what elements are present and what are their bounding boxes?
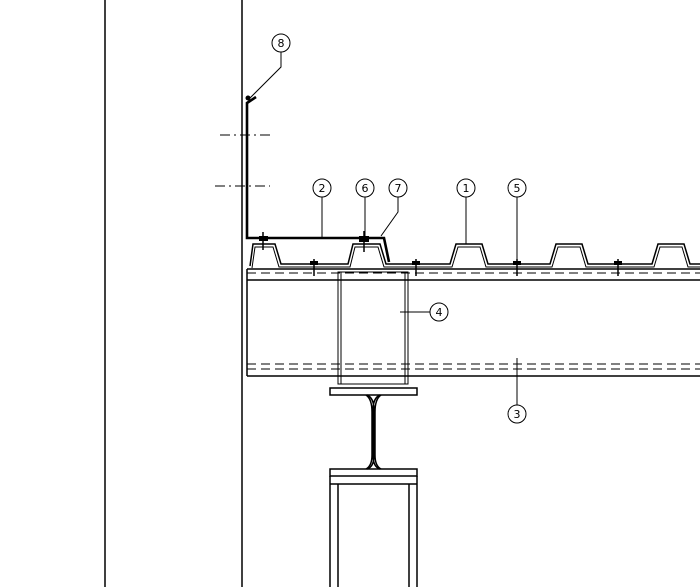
callout-6-label: 6 xyxy=(362,182,369,195)
leader-8 xyxy=(249,52,282,99)
callout-8-label: 8 xyxy=(278,37,285,50)
flashing-profile xyxy=(245,95,365,240)
profiled-sheet-lower-line xyxy=(251,246,700,269)
column-web xyxy=(366,394,381,470)
profiled-sheet-upper-line xyxy=(249,243,700,267)
column-web-left xyxy=(365,394,373,470)
flashing-fixing-dot xyxy=(245,95,251,101)
plate-outline xyxy=(337,271,409,385)
column-top-flange xyxy=(329,387,418,396)
fastener xyxy=(614,259,622,276)
callout-7-label: 7 xyxy=(395,182,402,195)
fastener xyxy=(412,259,420,276)
connection-plate xyxy=(337,271,409,385)
flashing-drip-edge xyxy=(365,236,391,263)
sheet-fasteners xyxy=(310,259,622,276)
callout-5-label: 5 xyxy=(514,182,521,195)
callout-8: 8 xyxy=(271,33,291,53)
column-web-right xyxy=(374,394,382,470)
callout-1: 1 xyxy=(456,178,476,198)
wall-lines xyxy=(104,0,243,587)
profiled-sheet xyxy=(249,243,700,269)
flashing-screw-left xyxy=(259,232,268,250)
column-base-flange xyxy=(329,468,418,477)
callout-4-label: 4 xyxy=(436,306,443,319)
flashing-screw-right xyxy=(359,231,369,252)
callout-7: 7 xyxy=(388,178,408,198)
leader-7 xyxy=(380,197,399,237)
fastener xyxy=(310,259,318,276)
center-marks xyxy=(215,134,272,187)
callout-1-label: 1 xyxy=(463,182,470,195)
flashing-screws xyxy=(259,231,369,252)
callout-3-label: 3 xyxy=(514,408,521,421)
callout-2: 2 xyxy=(312,178,332,198)
purlin-beam xyxy=(246,268,700,377)
callout-6: 6 xyxy=(355,178,375,198)
edge-flashing xyxy=(245,95,391,263)
callout-5: 5 xyxy=(507,178,527,198)
support-column xyxy=(329,387,418,587)
callout-3: 3 xyxy=(507,404,527,424)
callout-2-label: 2 xyxy=(319,182,326,195)
fastener xyxy=(513,259,521,276)
callout-4: 4 xyxy=(429,302,449,322)
leader-lines xyxy=(249,52,518,405)
